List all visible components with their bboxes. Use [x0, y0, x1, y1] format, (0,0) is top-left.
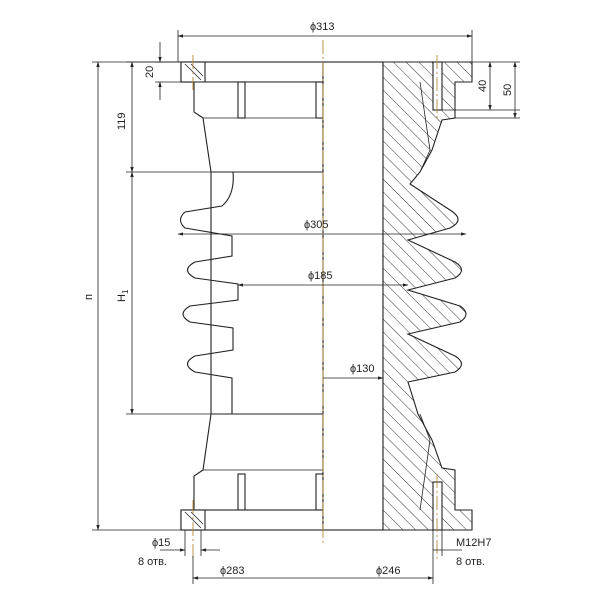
- dim-bolt-circle: ϕ283: [220, 565, 245, 577]
- bottom-insert: [432, 481, 443, 531]
- dim-holes-count-left: 8 отв.: [138, 556, 167, 568]
- dim-holes-count-right: 8 отв.: [456, 556, 485, 568]
- upper-body: [193, 81, 324, 173]
- lower-body: [193, 413, 324, 511]
- top-insert: [432, 61, 443, 111]
- svg-text:H1: H1: [116, 289, 130, 302]
- dim-depth-40: 40: [477, 80, 489, 92]
- dim-flange-thickness: 20: [144, 66, 156, 78]
- dim-depth-50: 50: [502, 84, 514, 96]
- section-body: [382, 61, 473, 531]
- dim-shed-diameter: ϕ305: [304, 219, 329, 231]
- dimension-lines: ϕ313 20 119 H1 п 40 50 ϕ305: [83, 21, 520, 584]
- dim-bore-diameter: ϕ130: [350, 363, 375, 375]
- dim-h1: H: [116, 294, 128, 302]
- dim-top-flange-diameter: ϕ313: [310, 21, 335, 33]
- dim-hole-diameter: ϕ15: [152, 537, 170, 549]
- shed-stack: [179, 171, 239, 415]
- dim-total-height: п: [83, 294, 95, 300]
- cross-section: [322, 61, 473, 531]
- dim-core-diameter: ϕ185: [308, 270, 333, 282]
- dim-thread: M12H7: [456, 537, 491, 549]
- dim-inner-circle: ϕ246: [376, 565, 401, 577]
- external-view: [179, 61, 324, 531]
- dim-height-119: 119: [116, 112, 128, 130]
- dim-h1-sub: 1: [121, 289, 130, 294]
